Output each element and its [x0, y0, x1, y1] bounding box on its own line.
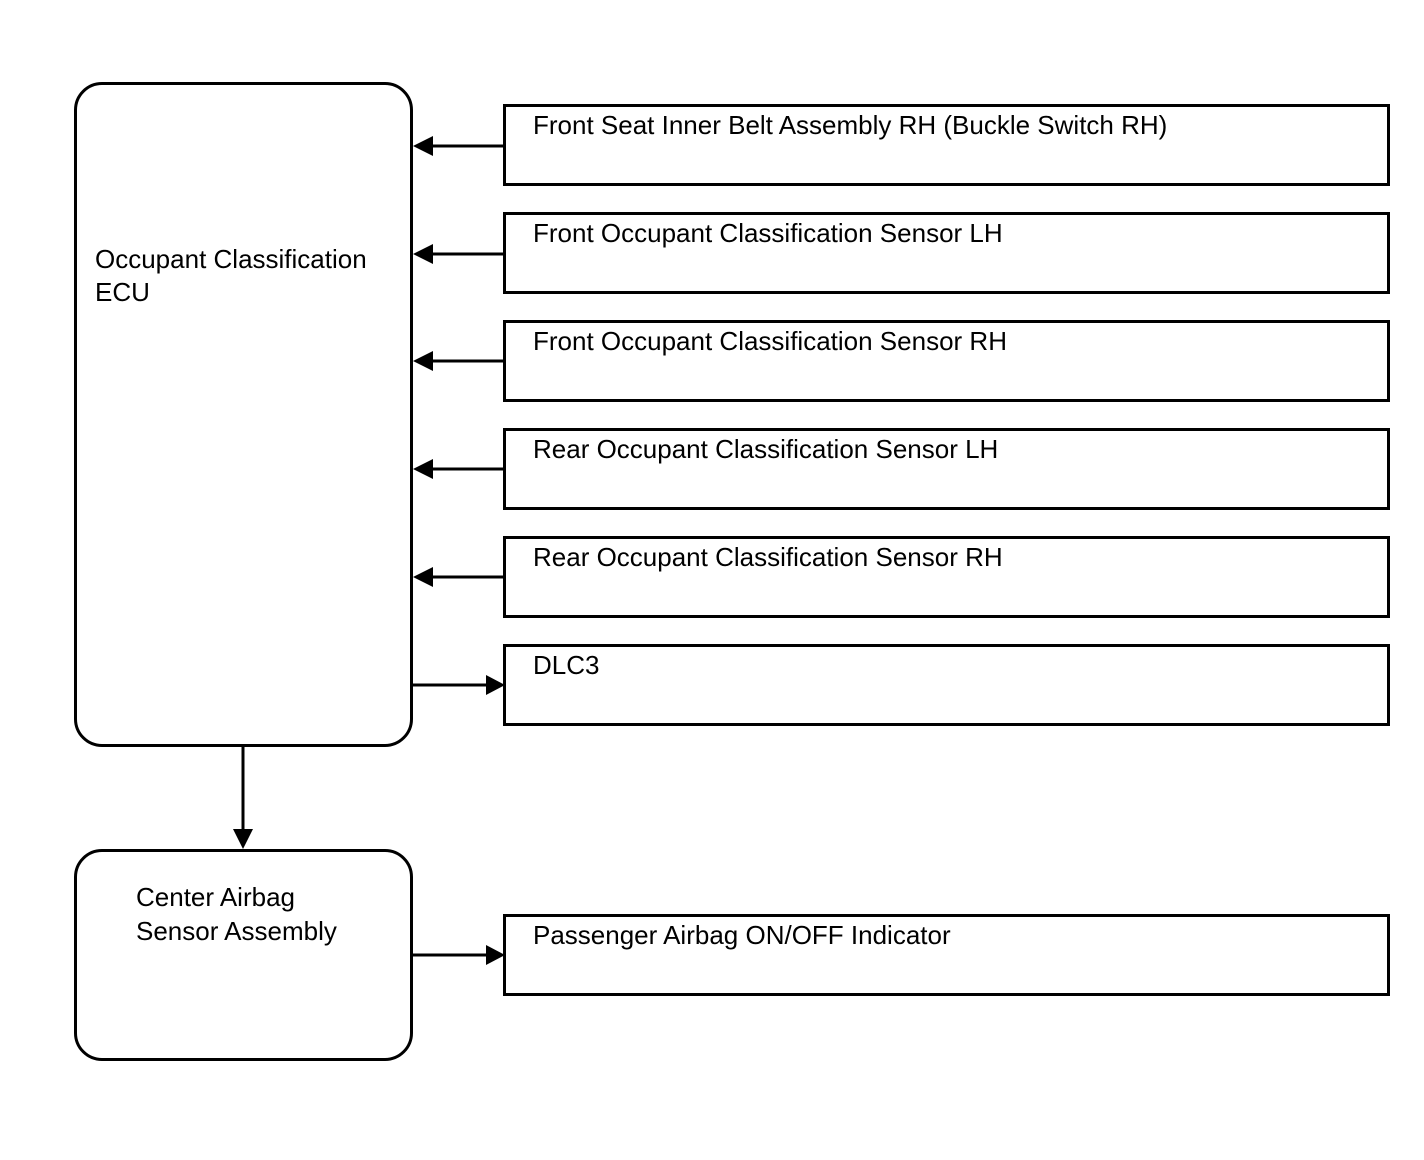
arrowhead-front-sensor-lh	[413, 244, 433, 264]
passenger-airbag-indicator-label: Passenger Airbag ON/OFF Indicator	[533, 920, 951, 950]
front-sensor-lh-box: Front Occupant Classification Sensor LH	[503, 212, 1390, 294]
arrowhead-airbag-sensor	[233, 829, 253, 849]
rear-sensor-rh-label: Rear Occupant Classification Sensor RH	[533, 542, 1003, 572]
front-sensor-rh-label: Front Occupant Classification Sensor RH	[533, 326, 1007, 356]
occupant-classification-ecu-box: Occupant Classification ECU	[74, 82, 413, 747]
center-airbag-sensor-assembly-box: Center Airbag Sensor Assembly	[74, 849, 413, 1061]
passenger-airbag-indicator-box: Passenger Airbag ON/OFF Indicator	[503, 914, 1390, 996]
dlc3-box: DLC3	[503, 644, 1390, 726]
rear-sensor-lh-label: Rear Occupant Classification Sensor LH	[533, 434, 999, 464]
ecu-label-line-1: Occupant Classification	[95, 244, 367, 274]
arrowhead-rear-sensor-lh	[413, 459, 433, 479]
ecu-label-line-2: ECU	[95, 277, 150, 307]
airbag-sensor-label-line-1: Center Airbag	[136, 882, 295, 912]
front-sensor-lh-label: Front Occupant Classification Sensor LH	[533, 218, 1003, 248]
front-sensor-rh-box: Front Occupant Classification Sensor RH	[503, 320, 1390, 402]
ecu-label: Occupant Classification ECU	[95, 243, 367, 309]
rear-sensor-lh-box: Rear Occupant Classification Sensor LH	[503, 428, 1390, 510]
airbag-sensor-label-line-2: Sensor Assembly	[136, 916, 337, 946]
airbag-sensor-label: Center Airbag Sensor Assembly	[136, 880, 337, 948]
arrowhead-indicator	[486, 945, 505, 965]
buckle-switch-rh-box: Front Seat Inner Belt Assembly RH (Buckl…	[503, 104, 1390, 186]
rear-sensor-rh-box: Rear Occupant Classification Sensor RH	[503, 536, 1390, 618]
arrowhead-dlc3	[486, 675, 505, 695]
dlc3-label: DLC3	[533, 650, 600, 680]
arrowhead-front-sensor-rh	[413, 351, 433, 371]
arrowhead-rear-sensor-rh	[413, 567, 433, 587]
buckle-switch-rh-label: Front Seat Inner Belt Assembly RH (Buckl…	[533, 110, 1168, 140]
arrowhead-buckle-switch	[413, 136, 433, 156]
